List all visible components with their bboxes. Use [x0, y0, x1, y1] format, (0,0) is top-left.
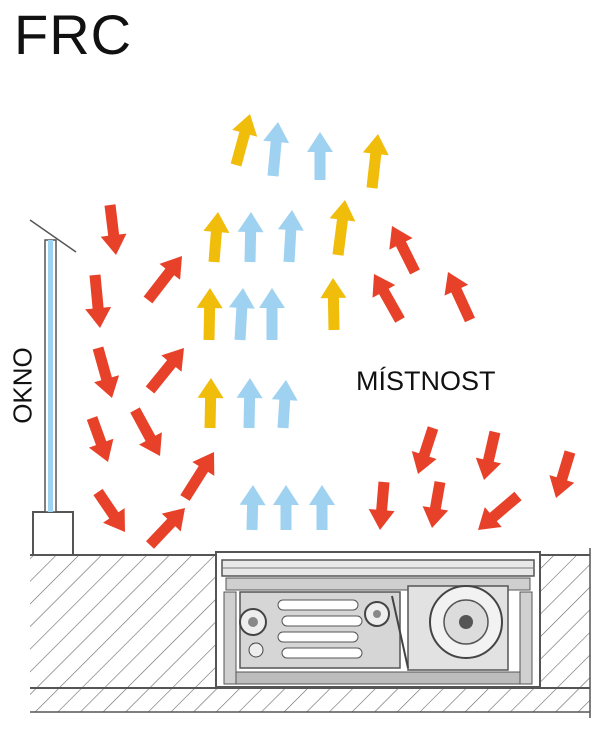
arrow-icon: [228, 288, 255, 341]
fan-icon: [391, 585, 509, 671]
arrow-icon: [444, 272, 475, 323]
arrow-icon: [320, 278, 347, 331]
arrow-icon: [197, 378, 224, 429]
arrow-icon: [309, 485, 335, 530]
arrow-icon: [203, 212, 230, 263]
arrow-icon: [411, 426, 439, 474]
arrow-icon: [145, 348, 184, 394]
arrow-icon: [92, 346, 120, 398]
arrow-icon: [362, 134, 389, 189]
arrow-icon: [263, 122, 290, 177]
arrow-icon: [271, 380, 298, 429]
arrow-icon: [422, 481, 449, 528]
arrow-icon: [259, 288, 285, 340]
arrow-icon: [230, 114, 258, 167]
arrow-icon: [130, 407, 162, 456]
arrow-icon: [93, 488, 125, 532]
arrow-icon: [478, 491, 522, 530]
arrow-icon: [239, 485, 266, 531]
arrow-icon: [100, 204, 127, 255]
air-flow-arrows: [85, 114, 576, 549]
diagram-title: FRC: [14, 3, 133, 66]
arrow-icon: [368, 481, 395, 530]
room-label: MÍSTNOST: [356, 366, 496, 396]
heat-exchanger-icon: [239, 591, 401, 669]
arrow-icon: [85, 274, 112, 328]
arrow-icon: [86, 416, 114, 462]
arrow-icon: [143, 256, 182, 304]
arrow-icon: [146, 508, 185, 549]
trench-convector: [215, 551, 541, 688]
arrow-icon: [180, 452, 215, 501]
arrow-icon: [389, 226, 420, 275]
window-assembly: [29, 219, 77, 556]
window-label: OKNO: [7, 347, 38, 424]
arrow-icon: [196, 288, 223, 341]
arrow-icon: [277, 210, 304, 263]
arrow-icon: [237, 212, 264, 263]
arrow-icon: [549, 450, 576, 498]
arrow-icon: [329, 200, 356, 256]
arrow-icon: [372, 274, 405, 323]
arrow-icon: [236, 378, 263, 429]
arrow-icon: [273, 485, 299, 530]
arrow-icon: [307, 132, 333, 180]
arrow-icon: [475, 430, 502, 480]
